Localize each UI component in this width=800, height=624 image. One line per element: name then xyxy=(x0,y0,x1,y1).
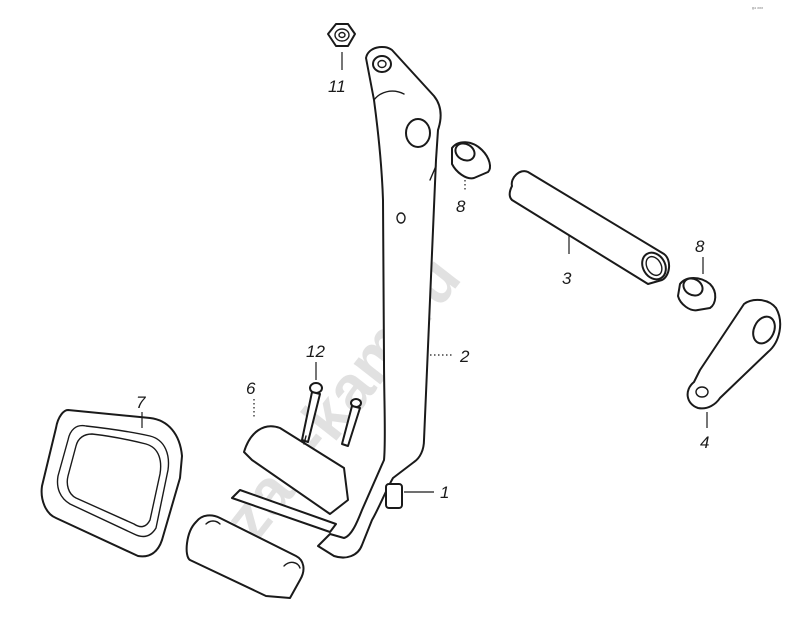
part-bolts xyxy=(301,362,362,447)
part-pedal-lever xyxy=(317,45,452,559)
part-shaft xyxy=(508,170,670,285)
part-bushing-lower xyxy=(677,257,717,312)
corner-code: ᵍ⁴ ᵒᵒᵒ xyxy=(752,6,763,12)
callout-3: 3 xyxy=(562,269,572,288)
callout-8-lower: 8 xyxy=(695,237,705,256)
callout-4: 4 xyxy=(700,433,709,452)
callout-6: 6 xyxy=(246,379,256,398)
callout-1: 1 xyxy=(440,483,449,502)
part-nut xyxy=(327,23,356,70)
watermark: zap-kam.ru xyxy=(209,243,474,554)
part-pedal-pad xyxy=(40,409,183,558)
part-lever-arm xyxy=(686,298,782,428)
part-bushing-upper xyxy=(451,141,491,192)
callout-12: 12 xyxy=(306,342,325,361)
part-bracket-plate xyxy=(185,514,305,599)
callout-8-upper: 8 xyxy=(456,197,466,216)
callout-2: 2 xyxy=(459,347,470,366)
callout-11: 11 xyxy=(328,77,346,96)
part-stop-plate xyxy=(231,425,434,533)
callout-7: 7 xyxy=(136,393,146,412)
